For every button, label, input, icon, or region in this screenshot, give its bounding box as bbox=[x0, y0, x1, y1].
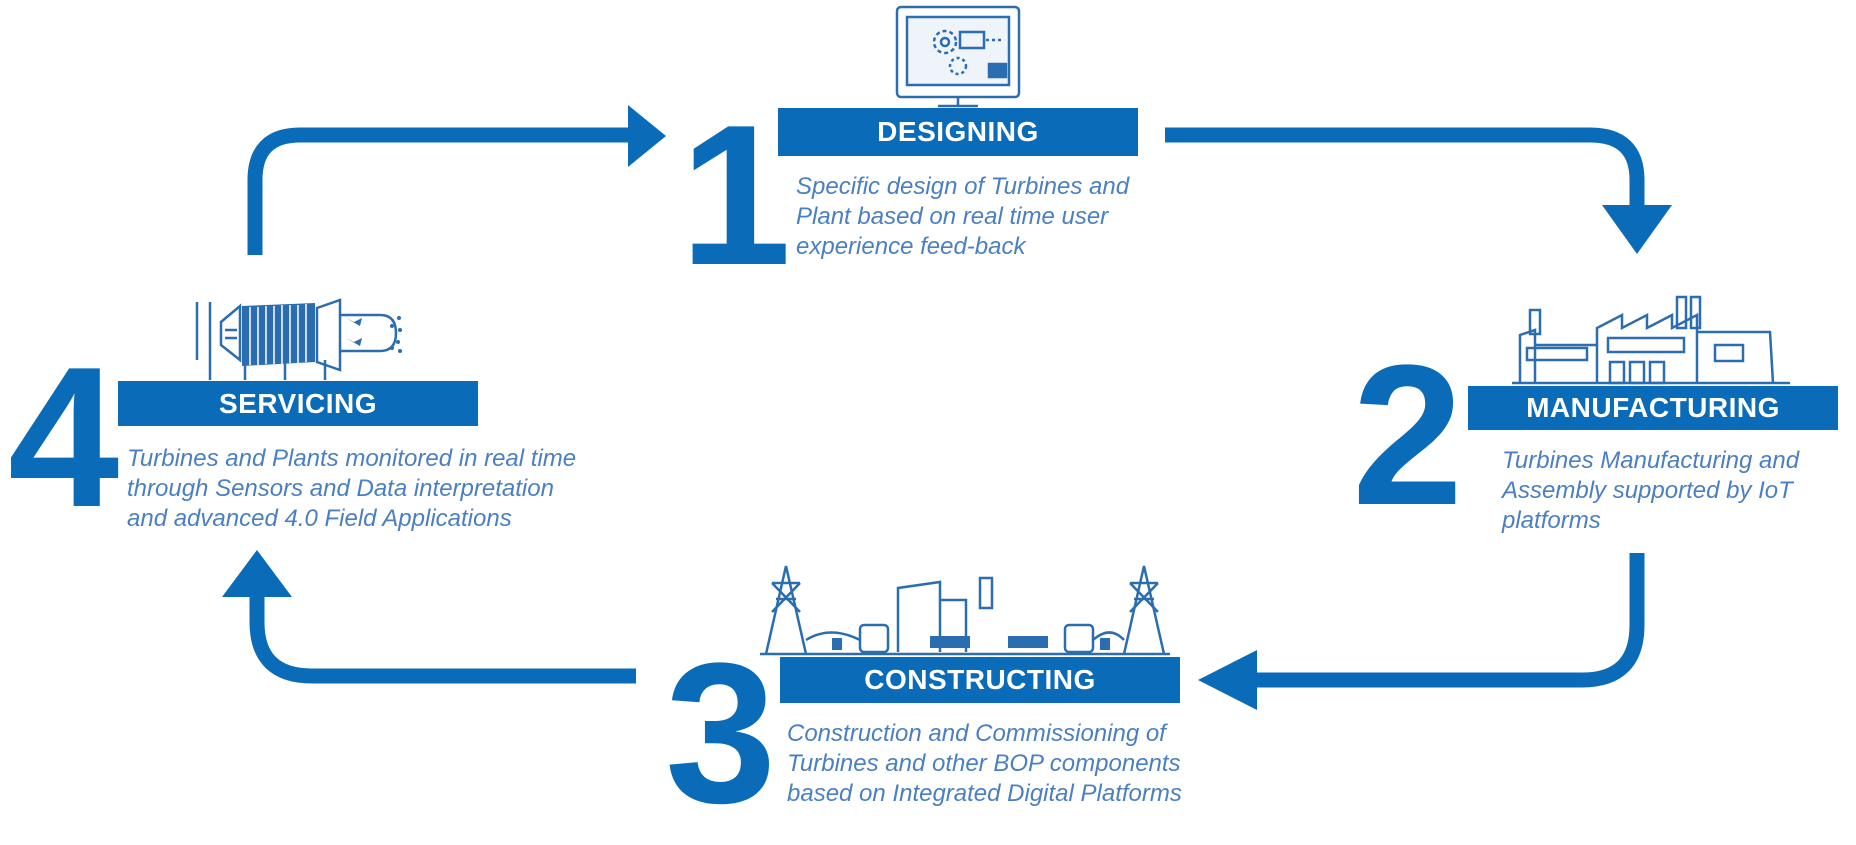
turbine-body-icon bbox=[242, 303, 402, 366]
stage-description-constructing: Construction and Commissioning of Turbin… bbox=[787, 720, 1182, 807]
stage-description-servicing: Turbines and Plants monitored in real ti… bbox=[127, 445, 577, 532]
turbine-icon bbox=[195, 298, 398, 380]
stage-number-2: 2 bbox=[1352, 324, 1464, 547]
computer-design-icon bbox=[895, 5, 1021, 108]
arrowhead-left bbox=[1198, 650, 1257, 710]
stage-title-constructing: CONSTRUCTING bbox=[780, 657, 1180, 703]
arrow-constructing-to-servicing bbox=[249, 595, 636, 684]
stage-icons bbox=[195, 5, 1790, 656]
arrow-manufacturing-to-constructing bbox=[1255, 553, 1645, 688]
stage-number-1: 1 bbox=[680, 84, 792, 307]
arrow-designing-to-manufacturing bbox=[1165, 127, 1645, 205]
arrowhead-up bbox=[222, 550, 292, 597]
factory-icon bbox=[1512, 295, 1790, 385]
stage-title-designing: DESIGNING bbox=[778, 108, 1138, 156]
power-plant-coils-icon bbox=[832, 636, 1110, 650]
arrowhead-down bbox=[1602, 205, 1672, 254]
cycle-arrows bbox=[222, 105, 1672, 710]
stage-description-manufacturing: Turbines Manufacturing and Assembly supp… bbox=[1502, 447, 1800, 534]
stage-title-servicing: SERVICING bbox=[118, 381, 478, 426]
arrowhead-right bbox=[628, 105, 666, 167]
turbine-blades-icon bbox=[249, 304, 307, 365]
stage-title-manufacturing: MANUFACTURING bbox=[1468, 386, 1838, 430]
power-plant-icon bbox=[760, 565, 1170, 656]
stage-description-designing: Specific design of Turbines and Plant ba… bbox=[796, 173, 1130, 260]
stage-number-3: 3 bbox=[665, 622, 777, 845]
arrow-servicing-to-designing bbox=[247, 127, 630, 255]
stage-number-4: 4 bbox=[8, 326, 120, 549]
